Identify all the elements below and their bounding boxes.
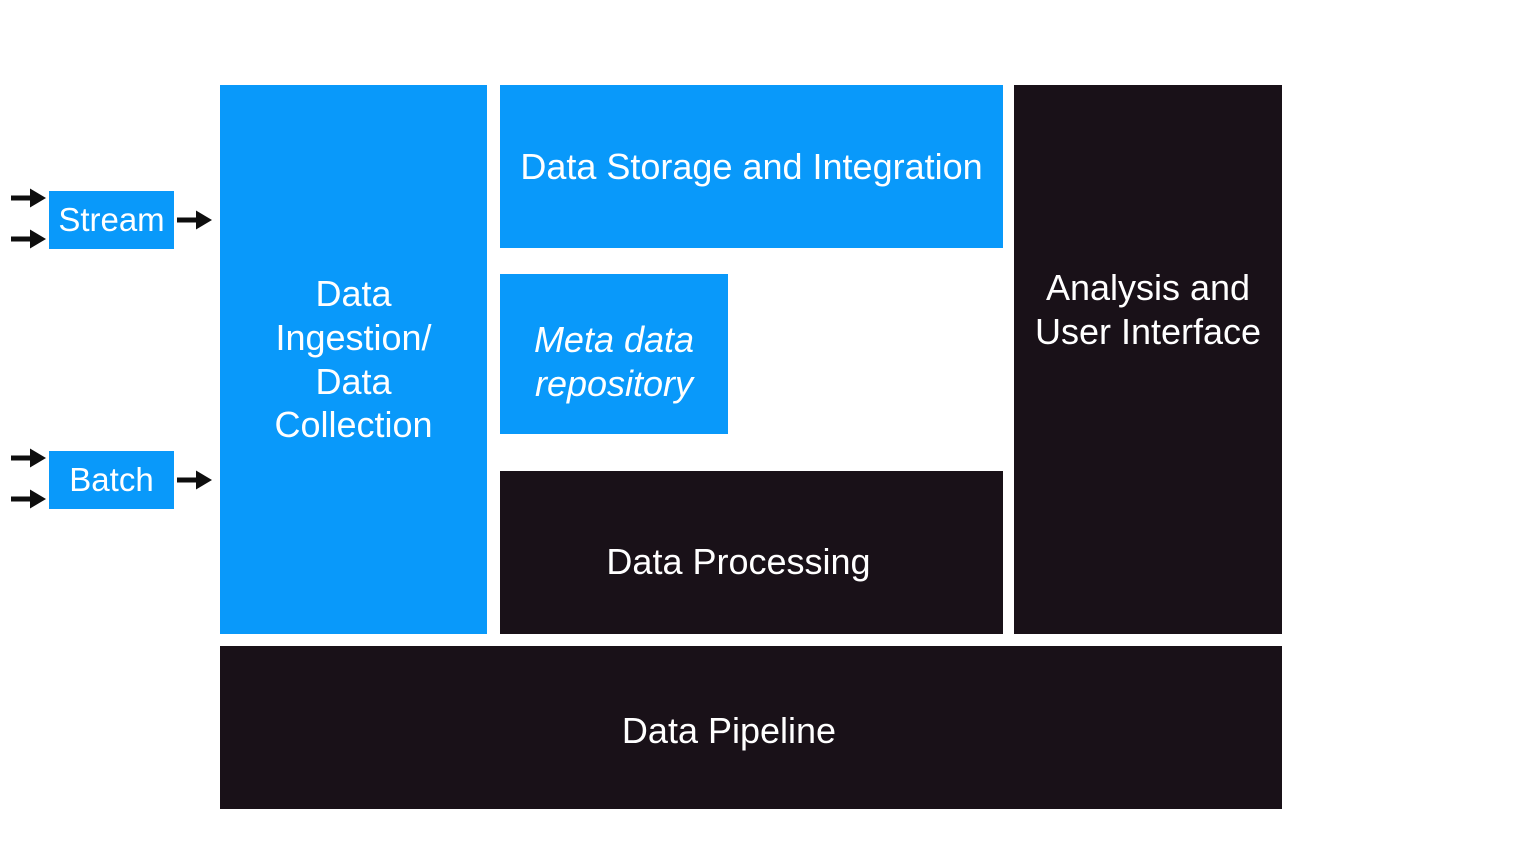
node-data-pipeline: Data Pipeline	[220, 646, 1282, 809]
arrow-right-icon	[177, 470, 212, 490]
arrow-right-icon	[177, 210, 212, 230]
node-analysis-user-interface: Analysis and User Interface	[1014, 85, 1282, 634]
node-data-storage-integration: Data Storage and Integration	[500, 85, 1003, 248]
node-stream-label: Stream	[58, 200, 165, 238]
arrow-right-icon	[11, 489, 46, 509]
node-meta-data-repository-label: Meta data repository	[533, 319, 695, 404]
arrow-right-icon	[11, 188, 46, 208]
node-meta-data-repository: Meta data repository	[500, 274, 728, 434]
node-data-storage-integration-label: Data Storage and Integration	[520, 145, 983, 187]
node-stream: Stream	[49, 191, 174, 249]
node-data-pipeline-label: Data Pipeline	[621, 709, 837, 751]
node-data-ingestion-label: Data Ingestion/ Data Collection	[274, 272, 433, 446]
node-data-ingestion: Data Ingestion/ Data Collection	[220, 85, 487, 634]
node-batch: Batch	[49, 451, 174, 509]
node-data-processing-label: Data Processing	[606, 540, 871, 582]
arrow-right-icon	[11, 229, 46, 249]
node-analysis-user-interface-label: Analysis and User Interface	[1034, 266, 1262, 352]
node-data-processing: Data Processing	[500, 471, 1003, 634]
arrow-right-icon	[11, 448, 46, 468]
node-batch-label: Batch	[69, 460, 154, 498]
